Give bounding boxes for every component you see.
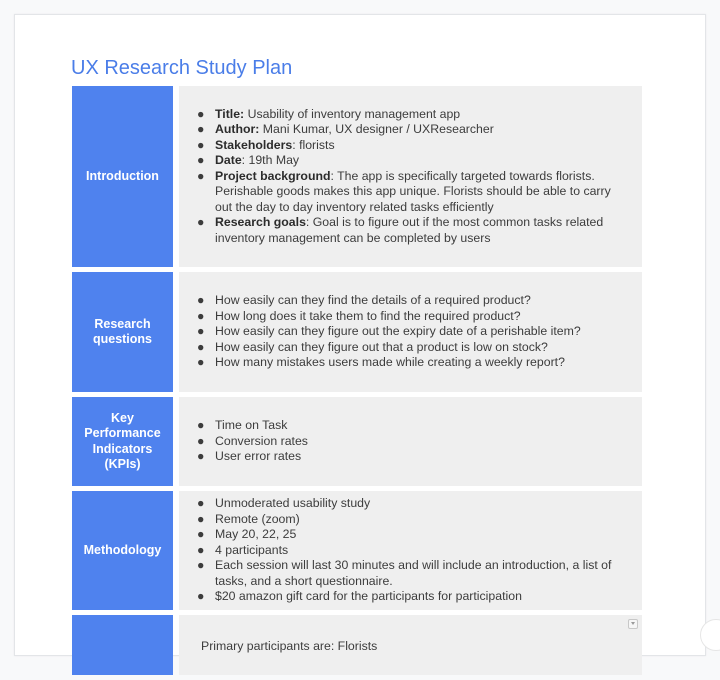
bullet-icon: ● — [197, 418, 205, 433]
list-item: ●Research goals: Goal is to figure out i… — [197, 215, 604, 245]
row-label-kpis: Key Performance Indicators (KPIs) — [72, 397, 173, 486]
list-item: ●Date: 19th May — [197, 153, 300, 168]
bullet-icon: ● — [197, 449, 205, 464]
table-row-participants: Primary participants are: Florists — [72, 615, 642, 675]
bullet-icon: ● — [197, 324, 205, 339]
row-label-research-questions: Research questions — [72, 272, 173, 392]
list-item: ●How easily can they figure out that a p… — [197, 339, 548, 354]
introduction-list: ●Title: Usability of inventory managemen… — [193, 107, 630, 247]
row-label-methodology: Methodology — [72, 491, 173, 610]
list-item: ●Each session will last 30 minutes and w… — [197, 558, 612, 588]
row-label-participants — [72, 615, 173, 675]
list-item: ●Title: Usability of inventory managemen… — [197, 106, 461, 121]
list-item: ●Conversion rates — [197, 433, 308, 448]
list-item: ●$20 amazon gift card for the participan… — [197, 589, 522, 604]
study-plan-table: Introduction ●Title: Usability of invent… — [72, 86, 642, 680]
table-row-methodology: Methodology ●Unmoderated usability study… — [72, 491, 642, 610]
document-title: UX Research Study Plan — [71, 57, 293, 79]
bullet-icon: ● — [197, 558, 205, 573]
row-label-introduction: Introduction — [72, 86, 173, 267]
bullet-icon: ● — [197, 355, 205, 370]
bullet-icon: ● — [197, 153, 205, 168]
list-item: ●User error rates — [197, 449, 302, 464]
bullet-icon: ● — [197, 215, 205, 230]
list-item: ●How easily can they find the details of… — [197, 293, 531, 308]
table-row-introduction: Introduction ●Title: Usability of invent… — [72, 86, 642, 267]
list-item: ●How long does it take them to find the … — [197, 308, 521, 323]
research-questions-list: ●How easily can they find the details of… — [193, 293, 581, 371]
bullet-icon: ● — [197, 293, 205, 308]
bullet-icon: ● — [197, 511, 205, 526]
row-content-research-questions: ●How easily can they find the details of… — [179, 272, 642, 392]
bullet-icon: ● — [197, 433, 205, 448]
list-item: ●Time on Task — [197, 418, 288, 433]
bullet-icon: ● — [197, 122, 205, 137]
bullet-icon: ● — [197, 339, 205, 354]
list-item: ●How many mistakes users made while crea… — [197, 355, 565, 370]
bullet-icon: ● — [197, 137, 205, 152]
table-row-kpis: Key Performance Indicators (KPIs) ●Time … — [72, 397, 642, 486]
list-item: ●May 20, 22, 25 — [197, 527, 297, 542]
participants-text: Primary participants are: Florists — [201, 639, 378, 653]
bullet-icon: ● — [197, 542, 205, 557]
row-content-methodology: ●Unmoderated usability study ●Remote (zo… — [179, 491, 642, 610]
table-row-research-questions: Research questions ●How easily can they … — [72, 272, 642, 392]
row-content-introduction: ●Title: Usability of inventory managemen… — [179, 86, 642, 267]
list-item: ●Project background: The app is specific… — [197, 168, 611, 214]
list-item: ●Author: Mani Kumar, UX designer / UXRes… — [197, 122, 494, 137]
list-item: ●Remote (zoom) — [197, 511, 300, 526]
list-item: ●4 participants — [197, 542, 289, 557]
list-item: ●Unmoderated usability study — [197, 496, 371, 511]
methodology-list: ●Unmoderated usability study ●Remote (zo… — [193, 496, 630, 605]
row-content-kpis: ●Time on Task ●Conversion rates ●User er… — [179, 397, 642, 486]
list-item: ●Stakeholders: florists — [197, 137, 335, 152]
bullet-icon: ● — [197, 496, 205, 511]
bullet-icon: ● — [197, 168, 205, 183]
chevron-down-icon[interactable] — [628, 619, 638, 629]
bullet-icon: ● — [197, 308, 205, 323]
bullet-icon: ● — [197, 589, 205, 604]
list-item: ●How easily can they figure out the expi… — [197, 324, 581, 339]
bullet-icon: ● — [197, 527, 205, 542]
bullet-icon: ● — [197, 106, 205, 121]
kpis-list: ●Time on Task ●Conversion rates ●User er… — [193, 418, 308, 465]
row-content-participants: Primary participants are: Florists — [179, 615, 642, 675]
document-page: UX Research Study Plan Introduction ●Tit… — [14, 14, 706, 675]
